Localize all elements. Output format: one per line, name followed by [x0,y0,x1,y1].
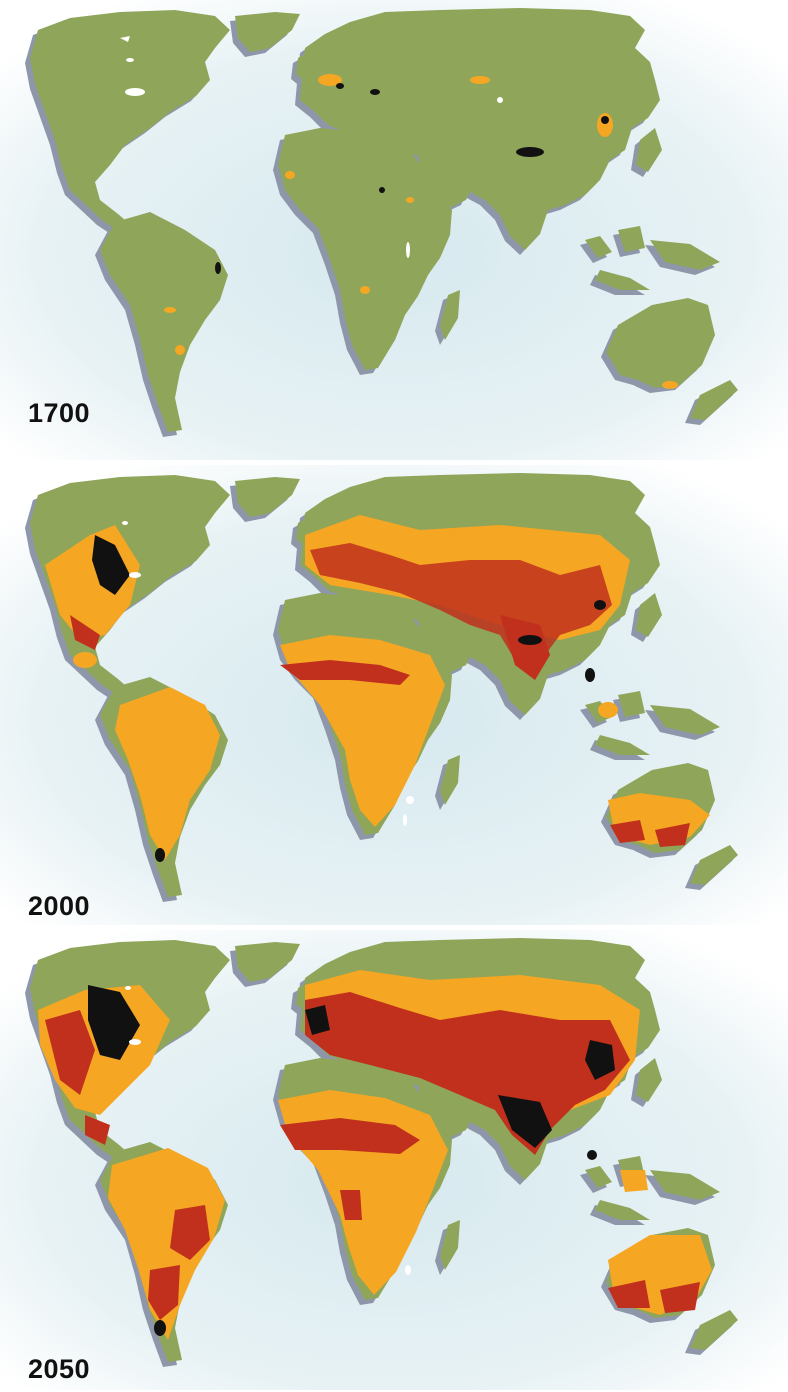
red-patches [45,992,700,1320]
white-patches [125,986,411,1275]
map-panel-2050: 2050 [0,930,788,1390]
world-map-2000 [0,465,788,925]
world-map-1700 [0,0,788,460]
black-patches [88,985,615,1336]
map-panel-1700: 1700 [0,0,788,460]
white-patches [122,521,414,826]
year-label: 2000 [28,891,91,921]
black-patches [92,535,606,862]
map-panel-2000: 2000 [0,465,788,925]
year-label: 1700 [28,398,91,428]
white-patches [120,36,503,258]
orange-patches [164,74,678,389]
world-map-2050 [0,930,788,1390]
year-label: 2050 [28,1354,91,1384]
black-patches [215,83,609,274]
